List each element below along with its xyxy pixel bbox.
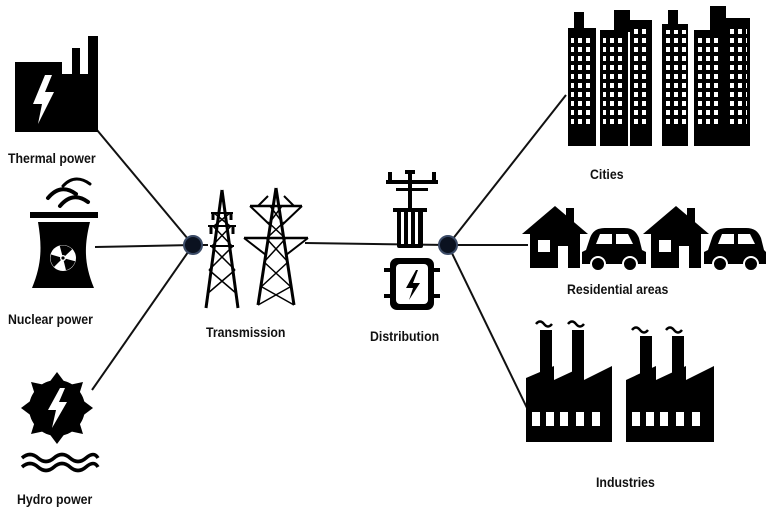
substation-box-icon [384,258,440,310]
industries-label: Industries [596,474,655,490]
connection-lines [91,94,567,411]
factory-icon [526,320,714,442]
cities-label: Cities [590,166,624,182]
thermal-power-label: Thermal power [8,150,96,166]
generation-hub-node [183,235,203,255]
car-icon-2 [704,228,766,272]
substation-bolt-icon [406,270,420,300]
distribution-label: Distribution [370,328,440,344]
transmission-label: Transmission [206,324,286,340]
nuclear-plant-icon [30,177,98,288]
hydro-turbine-icon [20,372,100,473]
house-icon-2 [643,206,709,268]
line-nuclear-to-hub [94,244,194,248]
transmission-tower-icon [204,187,309,309]
line-thermal-to-hub [96,129,194,246]
line-distribution-to-cities [447,94,567,246]
hydro-bolt-icon [48,388,67,428]
thermal-bolt-icon [33,75,54,124]
thermal-power-plant-icon [15,36,98,132]
factory-left [526,320,612,442]
line-distribution-to-industries [447,244,529,411]
line-transmission-to-distribution [304,242,449,246]
transmission-tower-small [204,189,240,309]
house-icon [522,206,588,268]
hydro-power-label: Hydro power [17,491,93,507]
radiation-symbol-icon [50,245,76,271]
water-waves-icon [20,452,100,473]
distribution-hub-node [438,235,458,255]
transmission-tower-large [243,187,309,306]
car-icon [582,228,646,272]
houses-cars-icon [522,206,766,272]
nuclear-power-label: Nuclear power [8,311,93,327]
line-hydro-to-hub [91,244,194,391]
residential-areas-label: Residential areas [567,281,669,297]
factory-right [626,326,714,442]
transformer-icon [386,170,438,248]
city-buildings-icon [568,6,750,146]
